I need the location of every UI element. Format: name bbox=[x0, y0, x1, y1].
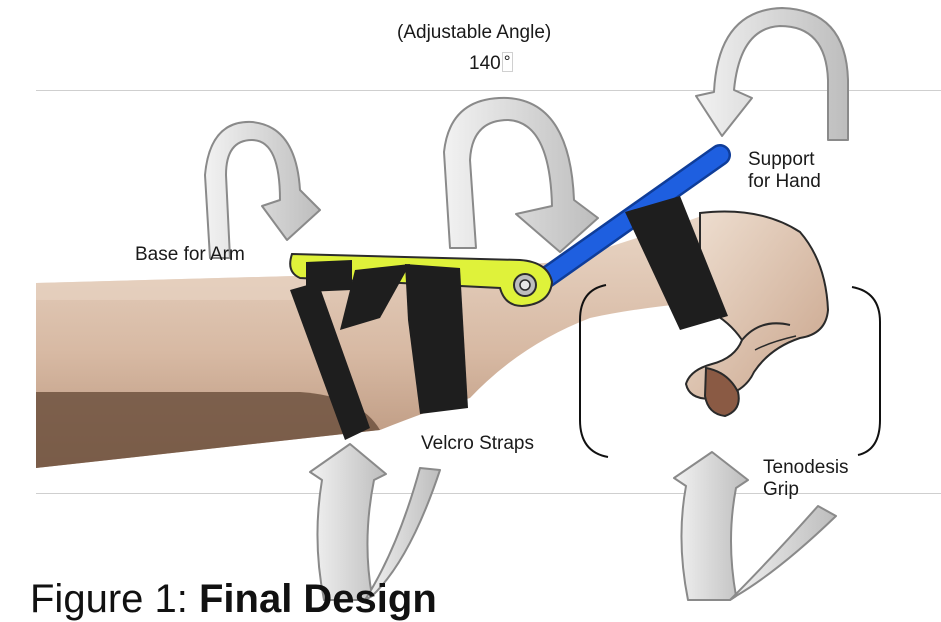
orthosis-diagram bbox=[0, 0, 941, 605]
support-label-line1: Support bbox=[748, 149, 821, 171]
caption-title: Final Design bbox=[199, 577, 437, 621]
grip-label-line1: Tenodesis bbox=[763, 457, 849, 479]
angle-title-label: (Adjustable Angle) bbox=[397, 22, 551, 44]
rotation-arrow-icon bbox=[205, 122, 320, 258]
figure-caption: Figure 1: Final Design bbox=[30, 576, 437, 622]
caption-prefix: Figure 1: bbox=[30, 577, 199, 621]
support-label-line2: for Hand bbox=[748, 171, 821, 193]
support-for-hand-label: Support for Hand bbox=[748, 149, 821, 193]
grip-label-line2: Grip bbox=[763, 479, 849, 501]
base-for-arm-label: Base for Arm bbox=[135, 244, 245, 266]
angle-value-number: 140 bbox=[469, 53, 501, 74]
tenodesis-grip-label: Tenodesis Grip bbox=[763, 457, 849, 501]
rotation-arrow-icon bbox=[696, 8, 848, 140]
degree-symbol: ° bbox=[502, 52, 513, 72]
velcro-straps-label: Velcro Straps bbox=[421, 433, 534, 455]
rotation-arrow-icon bbox=[444, 98, 598, 252]
angle-value-label: 140° bbox=[469, 52, 513, 75]
